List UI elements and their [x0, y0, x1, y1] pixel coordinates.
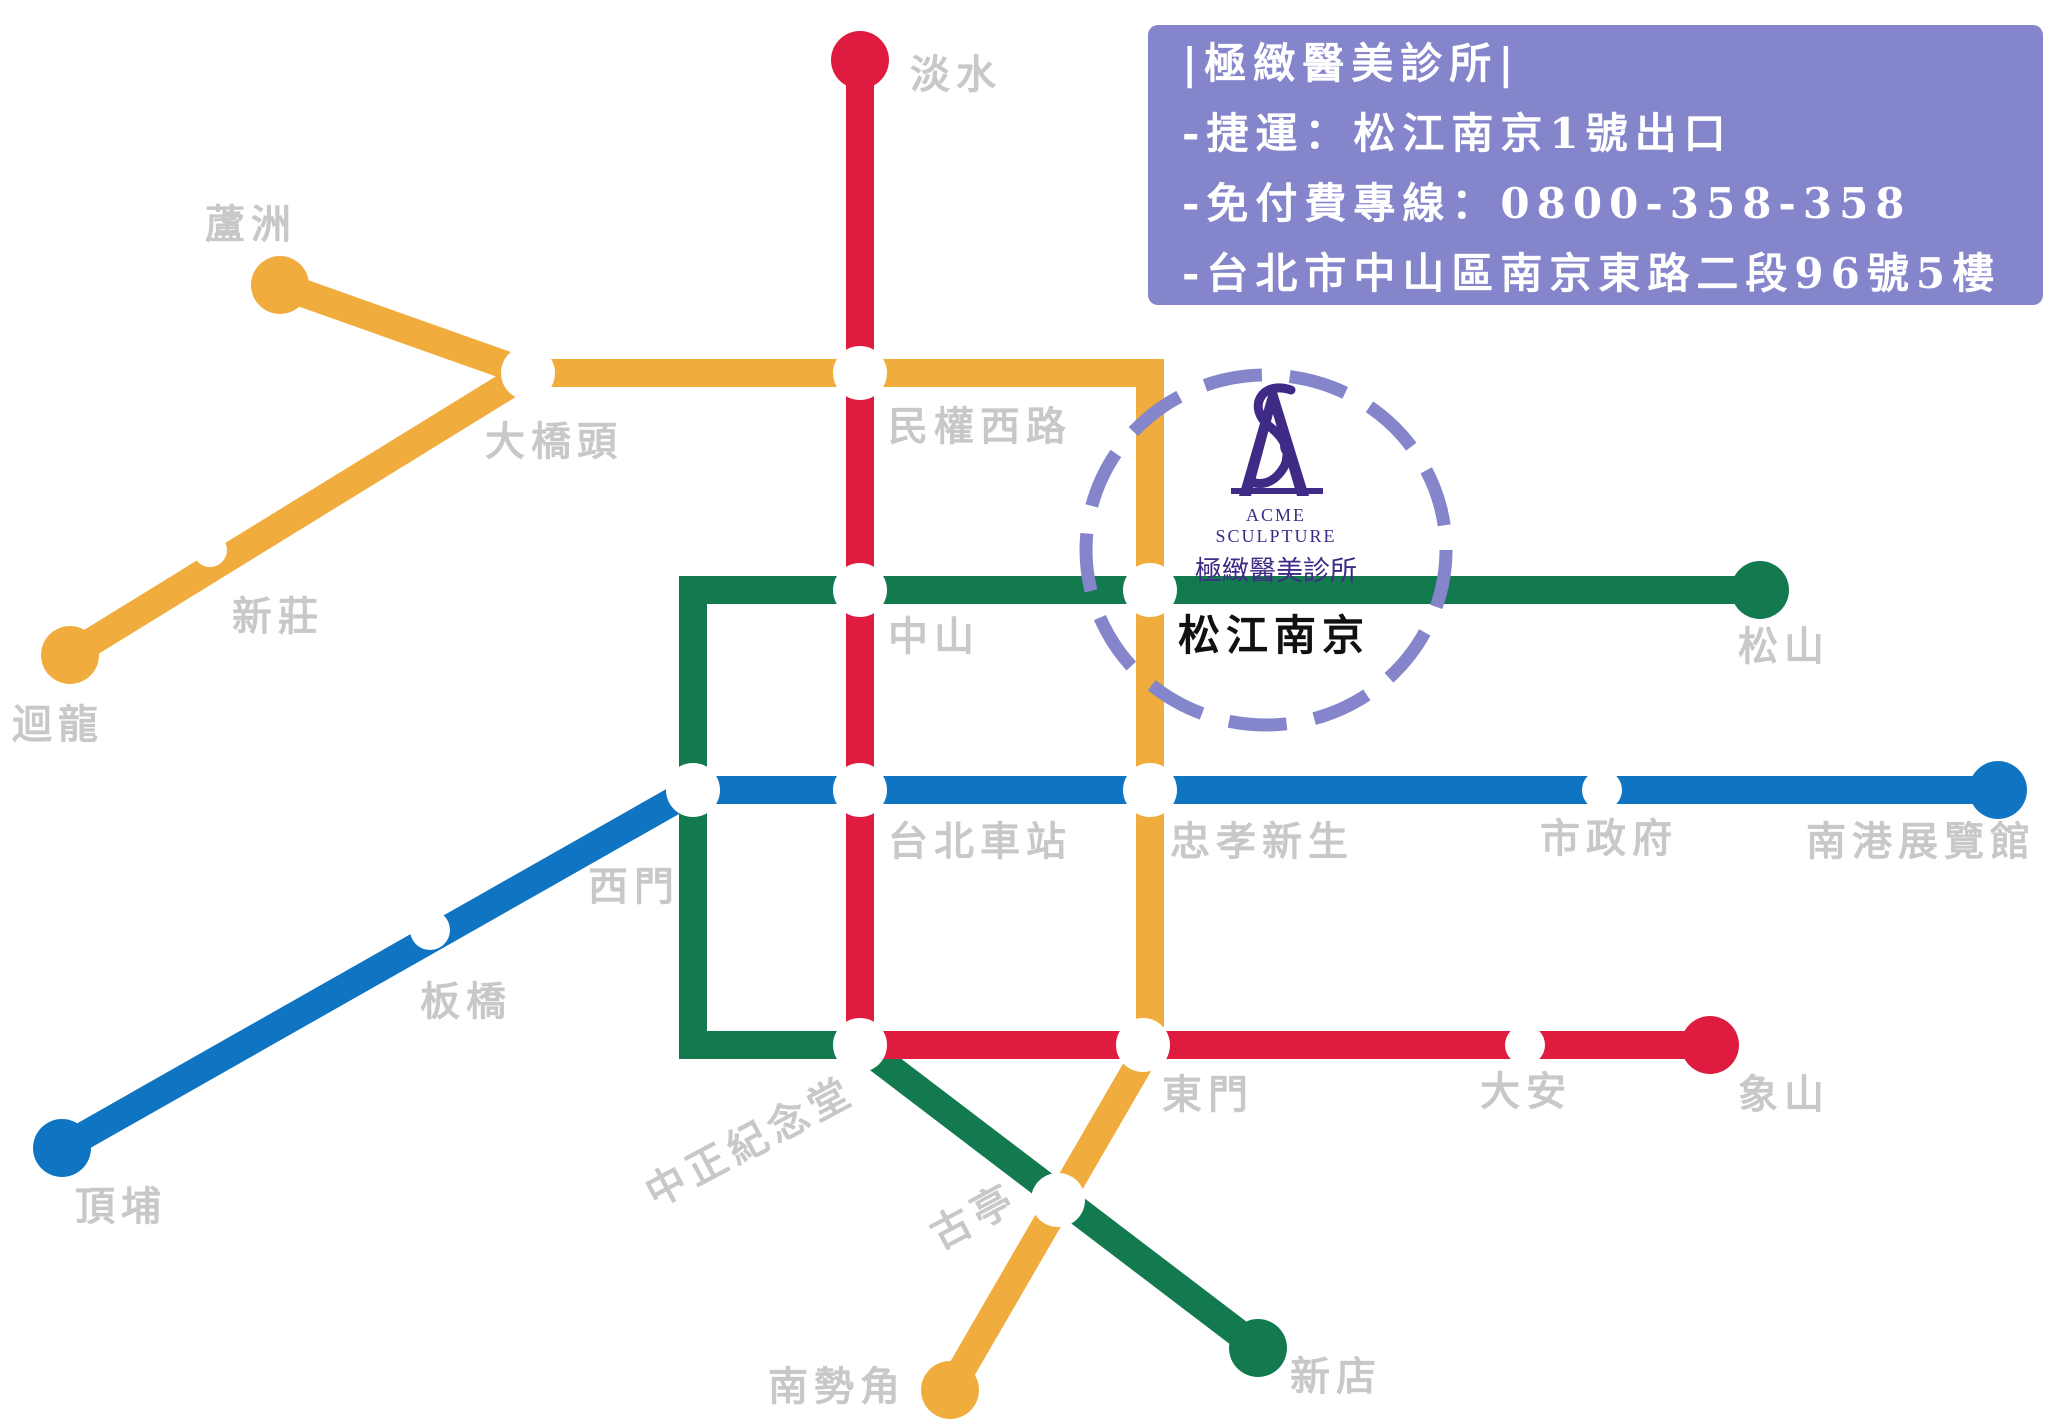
nanshijiao-endpoint[interactable]	[921, 1361, 979, 1419]
green-line	[679, 561, 1789, 1377]
xinzhuang-station-marker[interactable]	[193, 533, 227, 567]
dongmen-station-marker[interactable]	[1116, 1018, 1170, 1072]
station-label-taipei-main: 台北車站	[888, 818, 1072, 865]
station-label-dingpu: 頂埔	[75, 1183, 167, 1230]
daqiaotou-station-marker[interactable]	[501, 346, 555, 400]
cks-memorial-station-marker[interactable]	[833, 1018, 887, 1072]
minquan-w-rd-station-marker[interactable]	[833, 346, 887, 400]
daan-station-marker[interactable]	[1505, 1025, 1545, 1065]
zhongshan-station-marker[interactable]	[833, 563, 887, 617]
station-label-huilong: 迴龍	[12, 701, 104, 748]
station-label-luzhou: 蘆洲	[205, 201, 297, 248]
station-markers	[193, 346, 1622, 1227]
clinic-address: -台北市中山區南京東路二段96號5樓	[1182, 249, 2002, 298]
luzhou-endpoint[interactable]	[251, 256, 309, 314]
station-label-minquan-w-rd: 民權西路	[888, 403, 1072, 450]
clinic-name: |極緻醫美診所|	[1182, 39, 1521, 88]
station-label-xindian: 新店	[1290, 1353, 1382, 1400]
destination-highlight-circle	[1079, 368, 1453, 732]
station-label-nangang-exhibition: 南港展覽館	[1806, 818, 2036, 865]
guting-station-marker[interactable]	[1031, 1173, 1085, 1227]
station-label-dongmen: 東門	[1162, 1071, 1254, 1118]
ximen-station-marker[interactable]	[666, 763, 720, 817]
logo-chinese-name: 極緻醫美診所	[1195, 556, 1357, 587]
songshan-endpoint[interactable]	[1731, 561, 1789, 619]
station-label-zhongshan: 中山	[888, 613, 980, 660]
station-label-guting: 古亭	[923, 1174, 1026, 1259]
banqiao-station-marker[interactable]	[410, 910, 450, 950]
dingpu-endpoint[interactable]	[33, 1119, 91, 1177]
station-label-cks-memorial: 中正紀念堂	[638, 1067, 863, 1216]
station-label-daan: 大安	[1480, 1068, 1572, 1115]
toll-free-phone[interactable]: -免付費專線：0800-358-358	[1182, 179, 1912, 228]
station-label-songshan: 松山	[1738, 623, 1830, 670]
station-label-city-hall: 市政府	[1540, 815, 1678, 862]
mrt-exit-info: -捷運：松江南京1號出口	[1182, 109, 1733, 158]
station-label-ximen: 西門	[588, 863, 680, 910]
huilong-endpoint[interactable]	[41, 626, 99, 684]
logo-english-name: ACME SCULPTURE	[1215, 505, 1337, 546]
xindian-endpoint[interactable]	[1229, 1319, 1287, 1377]
xiangshan-endpoint[interactable]	[1681, 1016, 1739, 1074]
clinic-info-box: |極緻醫美診所| -捷運：松江南京1號出口 -免付費專線：0800-358-35…	[1148, 25, 2043, 305]
station-label-songjiang-nanjing: 松江南京	[1178, 611, 1370, 660]
station-label-zhongxiao-xinsheng: 忠孝新生	[1170, 818, 1354, 865]
station-label-nanshijiao: 南勢角	[768, 1363, 906, 1410]
acme-sculpture-logo-icon	[1231, 383, 1323, 496]
station-label-tamsui: 淡水	[910, 51, 1002, 98]
nangang-exhibition-endpoint[interactable]	[1969, 761, 2027, 819]
tamsui-endpoint[interactable]	[831, 31, 889, 89]
station-label-banqiao: 板橋	[420, 978, 512, 1025]
station-label-xiangshan: 象山	[1738, 1071, 1830, 1118]
zhongxiao-xinsheng-station-marker[interactable]	[1123, 763, 1177, 817]
taipei-main-station-marker[interactable]	[833, 763, 887, 817]
city-hall-station-marker[interactable]	[1582, 770, 1622, 810]
songjiang-nanjing-station-marker[interactable]	[1123, 563, 1177, 617]
station-label-xinzhuang: 新莊	[232, 593, 324, 640]
clinic-logo: ACME SCULPTURE 極緻醫美診所	[1186, 378, 1366, 587]
station-label-daqiaotou: 大橋頭	[485, 418, 623, 465]
